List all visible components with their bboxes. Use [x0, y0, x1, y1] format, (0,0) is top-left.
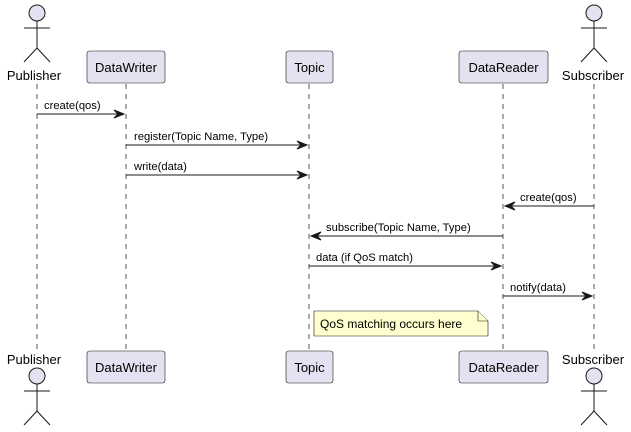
message-arrow: data (if QoS match): [309, 252, 503, 271]
participant-label: DataReader: [468, 360, 539, 375]
actor-icon: [580, 4, 608, 63]
message-arrow: notify(data): [503, 282, 594, 301]
participant-datareader-bottom: DataReader: [458, 350, 549, 384]
message-arrow: create(qos): [503, 192, 594, 211]
participant-label: Topic: [294, 360, 325, 375]
message-label: subscribe(Topic Name, Type): [326, 222, 471, 234]
participant-label: DataWriter: [95, 60, 158, 75]
message-label: write(data): [133, 161, 187, 173]
participant-label: Publisher: [7, 68, 62, 83]
participant-topic-bottom: Topic: [285, 350, 334, 384]
message-arrow: create(qos): [37, 100, 126, 119]
actor-publisher-top: Publisher: [7, 4, 62, 83]
participant-datareader-top: DataReader: [458, 50, 549, 84]
participant-label: Topic: [294, 60, 325, 75]
note-text: QoS matching occurs here: [320, 317, 462, 331]
lifelines: [36, 84, 595, 352]
actor-icon: [23, 367, 51, 426]
actor-subscriber-top: Subscriber: [562, 4, 625, 83]
actor-subscriber-bottom: Subscriber: [562, 352, 625, 426]
participant-label: Publisher: [7, 352, 62, 367]
message-label: create(qos): [44, 100, 101, 112]
note: QoS matching occurs here: [313, 310, 489, 337]
participant-label: DataWriter: [95, 360, 158, 375]
participant-topic-top: Topic: [285, 50, 334, 84]
participant-label: Subscriber: [562, 352, 625, 367]
actor-publisher-bottom: Publisher: [7, 352, 62, 426]
actor-icon: [23, 4, 51, 63]
actor-icon: [580, 367, 608, 426]
participant-label: Subscriber: [562, 68, 625, 83]
message-arrow: subscribe(Topic Name, Type): [309, 222, 503, 241]
participant-datawriter-bottom: DataWriter: [86, 350, 166, 384]
participant-datawriter-top: DataWriter: [86, 50, 166, 84]
participant-label: DataReader: [468, 60, 539, 75]
participants-bottom: Publisher DataWriter Topic DataReader Su…: [7, 350, 625, 426]
message-label: register(Topic Name, Type): [134, 131, 268, 143]
message-arrow: register(Topic Name, Type): [126, 131, 309, 150]
participants-top: Publisher DataWriter Topic DataReader: [7, 4, 625, 84]
messages: create(qos) register(Topic Name, Type) w…: [37, 100, 594, 301]
message-label: data (if QoS match): [316, 252, 413, 264]
message-label: notify(data): [510, 282, 566, 294]
message-label: create(qos): [520, 192, 577, 204]
message-arrow: write(data): [126, 161, 309, 180]
